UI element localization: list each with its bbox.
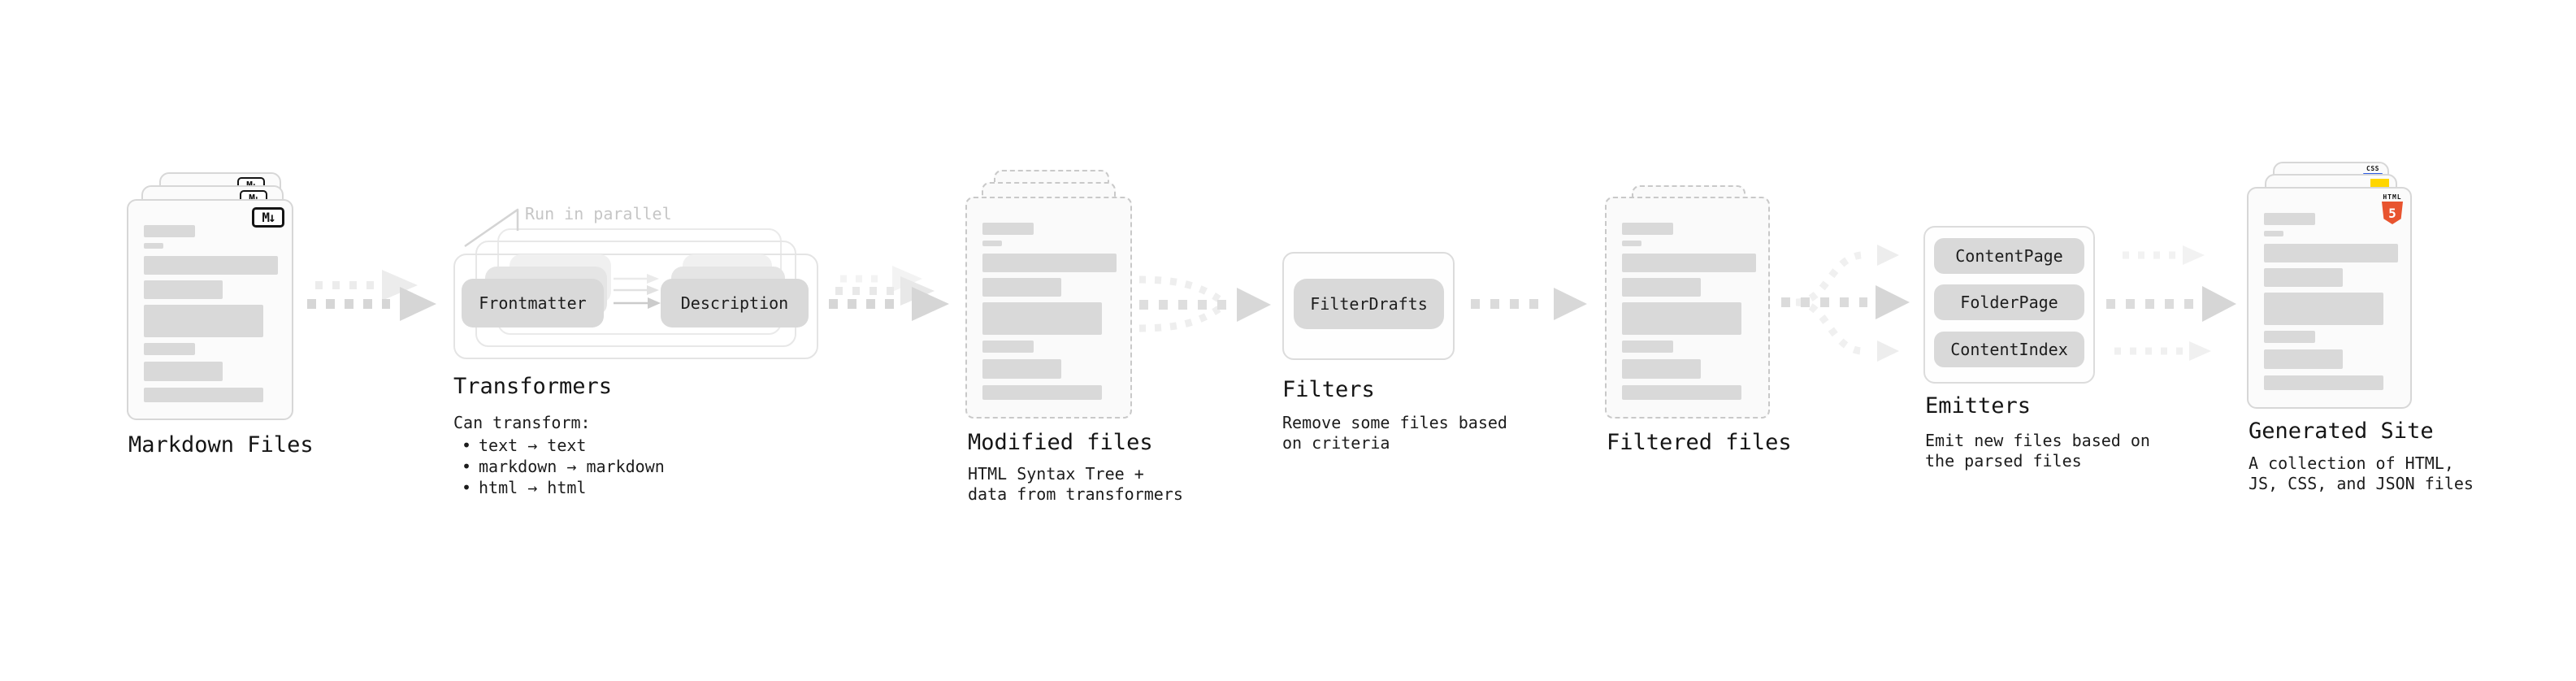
arrow-emitters-to-generated-bottom xyxy=(2114,341,2211,361)
skeleton-bar xyxy=(982,302,1102,335)
skeleton-bar xyxy=(1622,385,1741,400)
skeleton-bar xyxy=(2264,244,2398,262)
skeleton-bar xyxy=(1622,223,1673,235)
run-in-parallel-annotation: Run in parallel xyxy=(525,204,672,223)
stage-title-transformers: Transformers xyxy=(453,374,613,399)
generated-site-card-front: HTML 5 xyxy=(2247,187,2412,409)
skeleton-bar xyxy=(982,278,1061,297)
html5-icon-label: HTML xyxy=(2383,193,2402,201)
stage-title-markdown-files: Markdown Files xyxy=(128,432,314,458)
arrow-emitters-to-generated-top xyxy=(2123,245,2205,265)
subtitle-line: Emit new files based on xyxy=(1925,431,2150,450)
bullet-icon: • xyxy=(461,478,472,497)
arrow-emitters-to-generated-middle xyxy=(2106,286,2236,322)
arrow-filters-to-filtered xyxy=(1471,288,1587,320)
skeleton-bar xyxy=(144,305,263,337)
subtitle-line: on criteria xyxy=(1282,433,1390,453)
html5-icon-shield: 5 xyxy=(2382,202,2403,224)
skeleton-bar xyxy=(2264,349,2343,369)
arrow-markdown-to-transformers xyxy=(307,270,436,321)
transformer-output-pill: Description xyxy=(661,279,809,327)
bullet-icon: • xyxy=(461,436,472,455)
stage-title-emitters: Emitters xyxy=(1925,393,2032,419)
skeleton-bar xyxy=(1622,241,1641,246)
arrow-modified-to-filters xyxy=(1138,275,1271,332)
stage-title-modified-files: Modified files xyxy=(968,430,1153,455)
emitter-pill-folderpage: FolderPage xyxy=(1934,284,2084,320)
skeleton-bar xyxy=(144,243,163,249)
skeleton-bar xyxy=(1622,254,1756,272)
markdown-file-card-front: M↓ xyxy=(127,199,293,420)
transformers-capabilities-list: • text → text • markdown → markdown • ht… xyxy=(461,435,665,498)
generated-site-subtitle: A collection of HTML, JS, CSS, and JSON … xyxy=(2249,453,2474,494)
skeleton-bar xyxy=(144,256,278,275)
skeleton-bar xyxy=(2264,213,2315,225)
list-item-label: text → text xyxy=(479,436,587,455)
list-item: • text → text xyxy=(461,435,665,456)
skeleton-bar xyxy=(982,241,1002,246)
filters-subtitle: Remove some files based on criteria xyxy=(1282,413,1507,453)
html5-icon: HTML 5 xyxy=(2381,193,2404,224)
subtitle-line: JS, CSS, and JSON files xyxy=(2249,474,2474,493)
skeleton-bar xyxy=(1622,302,1741,335)
skeleton-bar xyxy=(144,388,263,402)
skeleton-bar xyxy=(1622,359,1701,379)
skeleton-bar xyxy=(1622,340,1673,353)
skeleton-bar xyxy=(2264,375,2383,390)
modified-file-card-front xyxy=(965,197,1132,419)
stage-title-filters: Filters xyxy=(1282,377,1375,402)
emitters-subtitle: Emit new files based on the parsed files xyxy=(1925,431,2150,471)
bullet-icon: • xyxy=(461,457,472,476)
css-icon-label: CSS xyxy=(2366,165,2379,172)
filtered-file-card-front xyxy=(1605,197,1770,419)
arrow-transformers-to-modified xyxy=(829,266,949,321)
list-item: • markdown → markdown xyxy=(461,456,665,477)
list-item-label: markdown → markdown xyxy=(479,457,665,476)
list-item: • html → html xyxy=(461,477,665,498)
stage-title-filtered-files: Filtered files xyxy=(1607,430,1792,455)
skeleton-bar xyxy=(982,385,1102,400)
emitter-pill-contentpage: ContentPage xyxy=(1934,238,2084,274)
filter-drafts-pill: FilterDrafts xyxy=(1294,279,1444,329)
subtitle-line: the parsed files xyxy=(1925,451,2082,471)
modified-files-subtitle: HTML Syntax Tree + data from transformer… xyxy=(968,464,1183,505)
skeleton-bar xyxy=(982,223,1034,235)
skeleton-bar xyxy=(2264,231,2283,236)
skeleton-bar xyxy=(2264,331,2315,343)
skeleton-bar xyxy=(1622,278,1701,297)
transformer-card-front xyxy=(453,254,818,359)
subtitle-line: data from transformers xyxy=(968,484,1183,504)
markdown-icon: M↓ xyxy=(252,207,284,228)
subtitle-line: Remove some files based xyxy=(1282,413,1507,432)
skeleton-bar xyxy=(144,343,195,355)
skeleton-bar xyxy=(982,340,1034,353)
skeleton-bar xyxy=(2264,293,2383,325)
skeleton-bar xyxy=(144,362,223,381)
list-item-label: html → html xyxy=(479,478,587,497)
js-icon xyxy=(2370,179,2389,189)
emitter-pill-contentindex: ContentIndex xyxy=(1934,332,2084,367)
skeleton-bar xyxy=(2264,268,2343,287)
skeleton-bar xyxy=(144,280,223,299)
subtitle-line: HTML Syntax Tree + xyxy=(968,464,1144,484)
skeleton-bar xyxy=(144,225,195,237)
transformers-description-heading: Can transform: xyxy=(453,413,591,432)
skeleton-bar xyxy=(982,359,1061,379)
transformer-input-pill: Frontmatter xyxy=(462,279,604,327)
arrow-filtered-to-emitters xyxy=(1781,245,1910,362)
skeleton-bar xyxy=(982,254,1117,272)
subtitle-line: A collection of HTML, xyxy=(2249,453,2454,473)
stage-title-generated-site: Generated Site xyxy=(2249,419,2434,444)
